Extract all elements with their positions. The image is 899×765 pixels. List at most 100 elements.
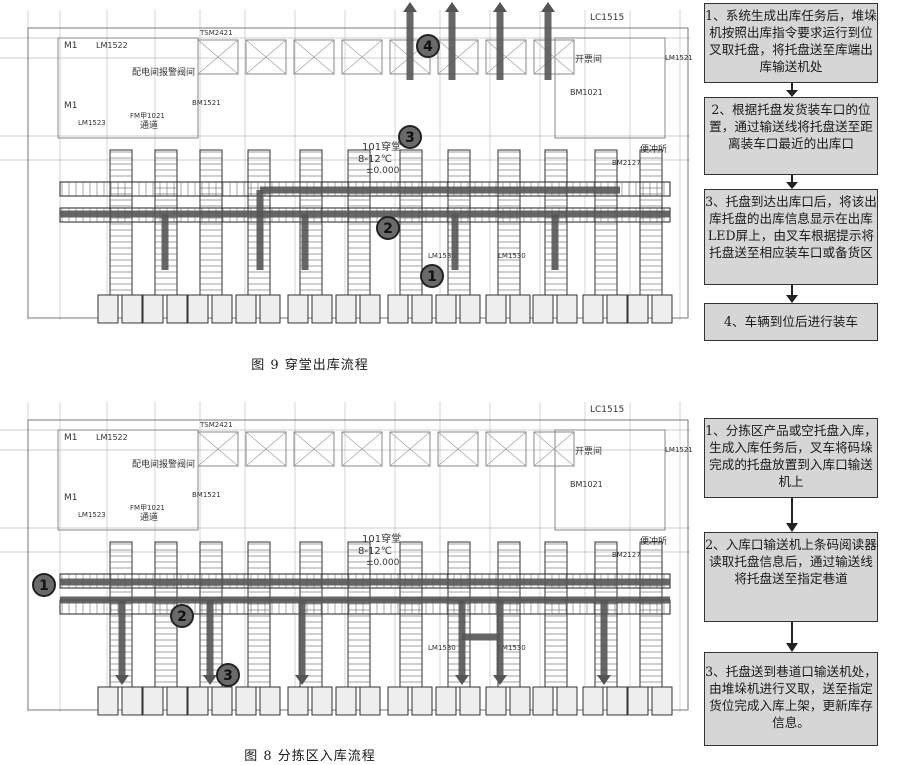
room-label: LM1530 bbox=[428, 644, 456, 652]
pallet-stack bbox=[359, 294, 381, 324]
step-marker-label-2: 2 bbox=[383, 221, 393, 237]
dock-door bbox=[341, 431, 383, 467]
step-marker-2 bbox=[170, 604, 194, 628]
pallet-stack bbox=[435, 686, 457, 716]
room-label: M1 bbox=[64, 433, 78, 443]
flow-step-1: 1、分拣区产品或空托盘入库，生成入库任务后，叉车将码垛完成的托盘放置到入库口输送… bbox=[704, 418, 878, 498]
dock-door-cross bbox=[437, 431, 479, 467]
room-label: 便冲所 bbox=[640, 535, 667, 547]
pallet-stack bbox=[582, 686, 604, 716]
flow-step-3: 3、托盘送到巷道口输送机处，由堆垛机进行叉取，送至指定货位完成入库上架，更新库存… bbox=[704, 652, 878, 746]
pallet-stack bbox=[121, 294, 143, 324]
dock-door-cross bbox=[341, 39, 383, 75]
room-label: LM1530 bbox=[428, 252, 456, 260]
room-electric bbox=[57, 429, 199, 531]
building-outline bbox=[27, 419, 689, 711]
pallet-stack bbox=[582, 294, 604, 324]
room-label: LM1523 bbox=[78, 119, 106, 127]
room-label: 通道 bbox=[140, 119, 158, 131]
dock-door bbox=[437, 431, 479, 467]
dock-door-cross bbox=[533, 431, 575, 467]
pallet-stack bbox=[627, 686, 649, 716]
dock-door-cross bbox=[437, 39, 479, 75]
dock-door bbox=[245, 39, 287, 75]
pallet-stack bbox=[311, 686, 333, 716]
dock-door-cross bbox=[389, 431, 431, 467]
flow-arrowhead bbox=[541, 2, 555, 12]
pallet-stack bbox=[411, 294, 433, 324]
pallet-stack bbox=[97, 686, 119, 716]
dock-door bbox=[293, 431, 335, 467]
room-label: M1 bbox=[64, 493, 78, 503]
flow-arrow-down-icon bbox=[786, 622, 798, 652]
pallet-stack bbox=[97, 294, 119, 324]
room-label: 101穿堂 bbox=[362, 532, 401, 545]
room-label: LM1530 bbox=[498, 644, 526, 652]
room-label: FM甲1021 bbox=[130, 112, 165, 120]
room-ticket bbox=[554, 429, 666, 531]
room-label: 8-12℃ bbox=[358, 154, 392, 165]
flow-step-2: 2、入库口输送机上条码阅读器读取托盘信息后，通过输送线将托盘送至指定巷道 bbox=[704, 532, 878, 622]
pallet-stack bbox=[335, 294, 357, 324]
pallet-stack bbox=[556, 294, 578, 324]
pallet-stack bbox=[211, 686, 233, 716]
pallet-stack bbox=[259, 686, 281, 716]
pallet-stack bbox=[651, 686, 673, 716]
pallet-stack bbox=[335, 686, 357, 716]
flow-arrowhead bbox=[115, 675, 129, 685]
dock-door-cross bbox=[293, 431, 335, 467]
dock-door bbox=[437, 39, 479, 75]
room-label: BM1521 bbox=[192, 491, 221, 499]
pallet-stack bbox=[485, 686, 507, 716]
dock-door-cross bbox=[197, 431, 239, 467]
dock-door bbox=[485, 39, 527, 75]
step-marker-label-1: 1 bbox=[39, 578, 49, 594]
dock-door-cross bbox=[245, 39, 287, 75]
dock-door-cross bbox=[293, 39, 335, 75]
step-marker-label-4: 4 bbox=[423, 39, 433, 55]
figure-caption-outbound: 图 9 穿堂出库流程 bbox=[251, 358, 369, 373]
dock-door bbox=[293, 39, 335, 75]
dock-door bbox=[533, 431, 575, 467]
pallet-stack bbox=[235, 686, 257, 716]
flow-arrow-down-icon bbox=[786, 498, 798, 532]
dock-door-cross bbox=[245, 431, 287, 467]
room-label: LM1521 bbox=[665, 54, 693, 62]
step-marker-2 bbox=[376, 216, 400, 240]
room-label: LC1515 bbox=[590, 13, 624, 23]
dock-door-cross bbox=[485, 39, 527, 75]
step-marker-label-1: 1 bbox=[427, 269, 437, 285]
room-electric bbox=[57, 37, 199, 139]
pallet-stack bbox=[411, 686, 433, 716]
room-label: 便冲所 bbox=[640, 143, 667, 155]
room-label: LC1515 bbox=[590, 405, 624, 415]
room-label: 配电间报警阀间 bbox=[132, 458, 195, 470]
pallet-stack bbox=[142, 294, 164, 324]
room-label: LM1523 bbox=[78, 511, 106, 519]
pallet-stack bbox=[509, 686, 531, 716]
room-label: BM1521 bbox=[192, 99, 221, 107]
pallet-stack bbox=[211, 294, 233, 324]
step-marker-3 bbox=[398, 125, 422, 149]
room-label: 8-12℃ bbox=[358, 546, 392, 557]
flow-arrowhead bbox=[493, 2, 507, 12]
room-label: ±0.000 bbox=[366, 166, 400, 176]
step-marker-1 bbox=[32, 573, 56, 597]
room-label: FM甲1021 bbox=[130, 504, 165, 512]
pallet-stack bbox=[166, 686, 188, 716]
floor-plan-outbound: M1M1LM1522配电间报警阀间FM甲1021通道BM1521LM1523TS… bbox=[0, 2, 693, 324]
pallet-stack bbox=[359, 686, 381, 716]
flow-arrowhead bbox=[597, 675, 611, 685]
step-marker-label-2: 2 bbox=[177, 609, 187, 625]
room-ticket bbox=[554, 37, 666, 139]
step-marker-label-3: 3 bbox=[405, 130, 415, 146]
room-label: BM1021 bbox=[570, 88, 603, 97]
dock-door bbox=[533, 39, 575, 75]
step-marker-label-3: 3 bbox=[223, 668, 233, 684]
room-label: M1 bbox=[64, 101, 78, 111]
step-marker-1 bbox=[420, 264, 444, 288]
pallet-stack bbox=[142, 686, 164, 716]
dock-door bbox=[245, 431, 287, 467]
